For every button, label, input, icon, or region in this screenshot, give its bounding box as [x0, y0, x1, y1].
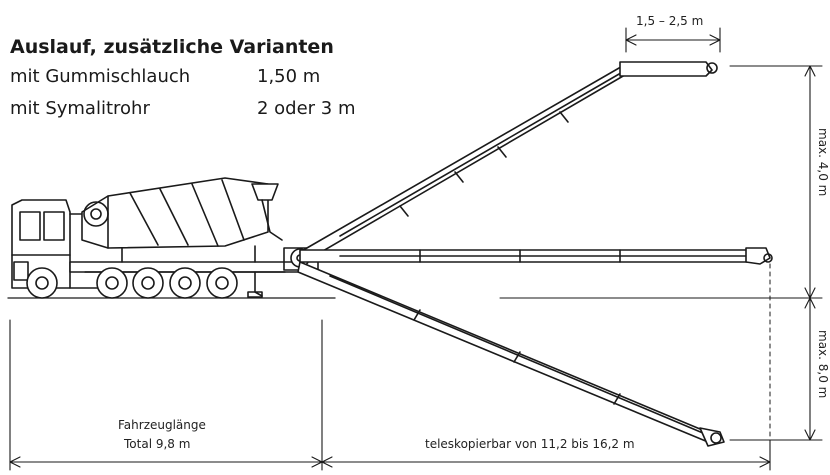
vehicle-length-total: Total 9,8 m — [124, 437, 191, 451]
height-above-label: max. 4,0 m — [816, 128, 830, 197]
boom-lowered — [297, 261, 725, 447]
mixer-drum — [81, 177, 283, 249]
depth-below-label: max. 8,0 m — [816, 330, 830, 399]
truck-wheels — [26, 267, 238, 299]
variants-title: Auslauf, zusätzliche Varianten — [10, 36, 334, 58]
telescopic-range-label: teleskopierbar von 11,2 bis 16,2 m — [425, 437, 635, 451]
option-value-symalit-pipe: 2 oder 3 m — [257, 98, 356, 119]
boom-raised — [299, 61, 718, 263]
option-value-rubber-hose: 1,50 m — [257, 66, 321, 87]
vertical-dimensions — [499, 65, 823, 441]
tip-range-dimension — [625, 27, 721, 53]
vehicle-length-caption: Fahrzeuglänge — [118, 418, 206, 432]
truck-cab — [11, 199, 101, 289]
option-label-rubber-hose: mit Gummischlauch — [10, 66, 191, 87]
tip-range-label: 1,5 – 2,5 m — [636, 14, 704, 28]
option-label-symalit-pipe: mit Symalitrohr — [10, 98, 150, 119]
horizontal-dimensions — [9, 319, 771, 471]
boom-horizontal — [299, 247, 773, 265]
